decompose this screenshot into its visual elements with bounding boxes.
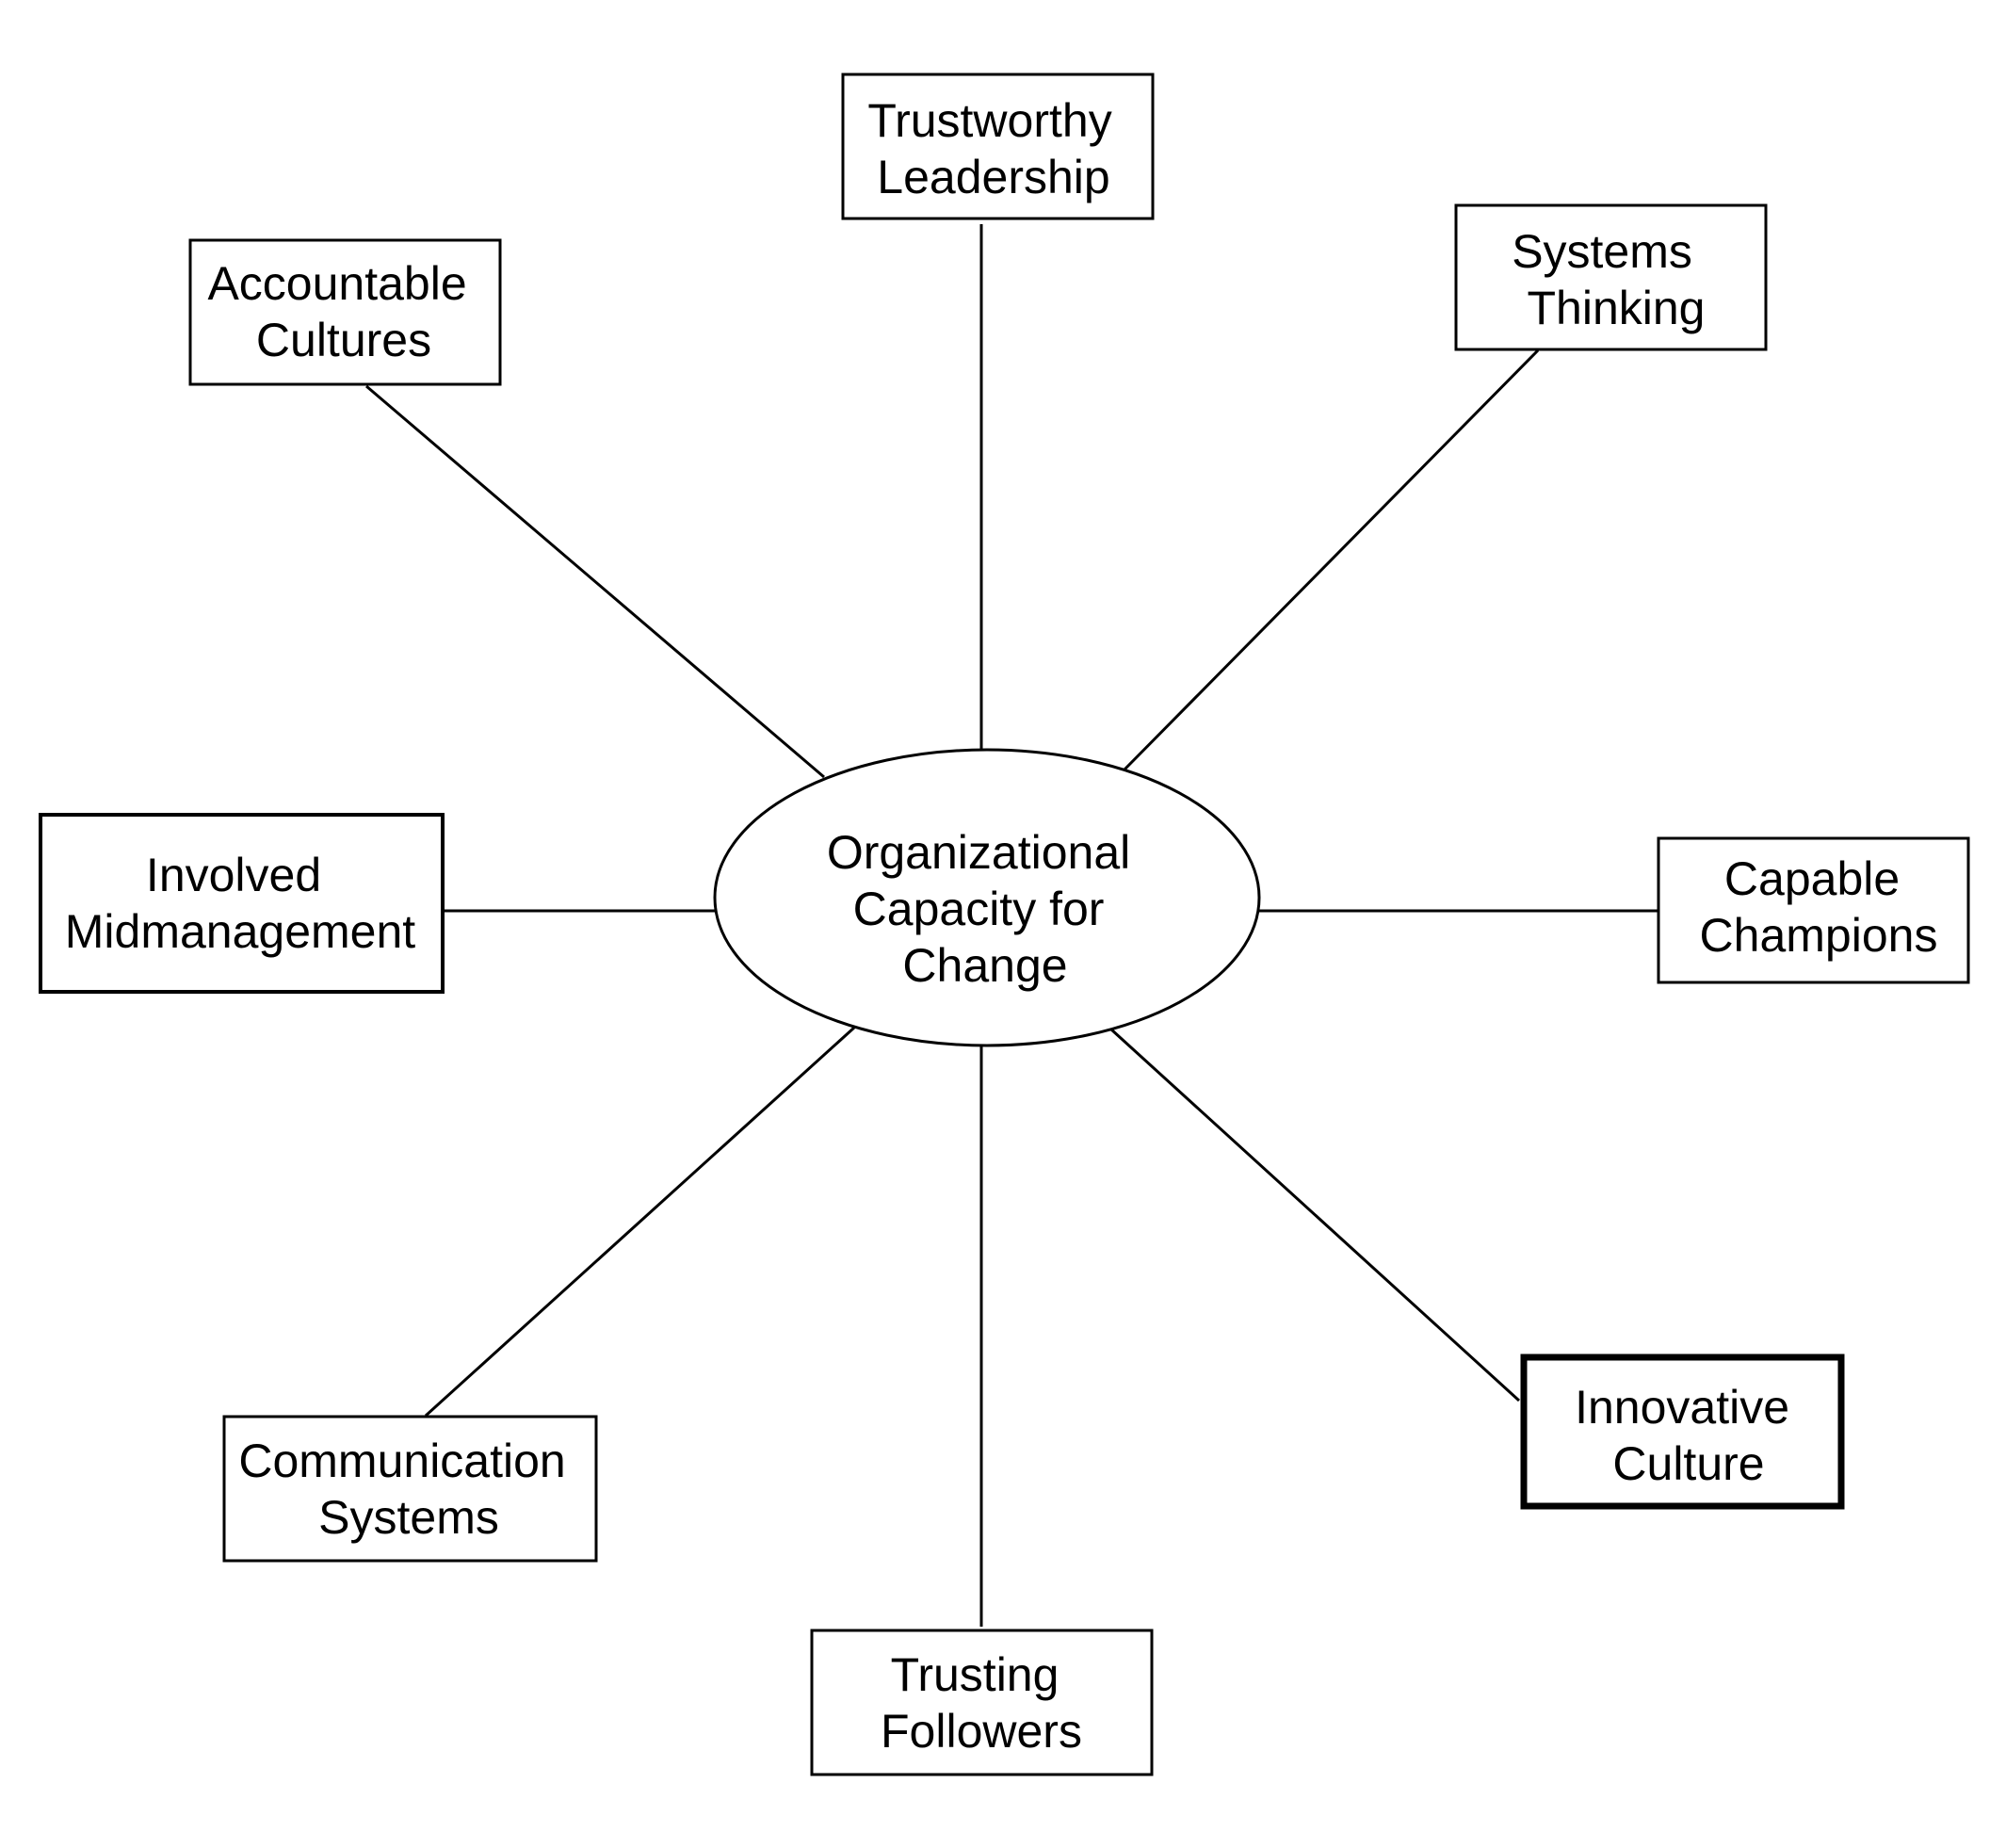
node-box-trustworthy-leadership — [841, 73, 1155, 220]
node-box-accountable-cultures — [188, 238, 502, 386]
node-label-trustworthy-leadership: Trustworthy Leadership — [867, 94, 1124, 203]
node-box-involved-midmanagement — [39, 813, 445, 994]
connector-communication-systems — [424, 1026, 856, 1418]
node-label-line-1: Involved — [146, 849, 321, 901]
node-box-systems-thinking — [1454, 203, 1768, 351]
node-label-innovative-culture: Innovative Culture — [1575, 1381, 1803, 1490]
node-systems-thinking: Systems Thinking — [1454, 203, 1768, 351]
connector-systems-thinking — [1122, 349, 1540, 772]
node-label-line-1: Accountable — [207, 257, 466, 310]
node-communication-systems: Communication Systems — [222, 1415, 598, 1563]
node-label-line-2: Midmanagement — [65, 905, 416, 958]
node-label-systems-thinking: Systems Thinking — [1512, 225, 1706, 334]
node-label-accountable-cultures: Accountable Cultures — [207, 257, 479, 366]
node-box-innovative-culture — [1520, 1354, 1845, 1510]
node-label-line-2: Cultures — [256, 314, 431, 366]
node-label-trusting-followers: Trusting Followers — [881, 1648, 1082, 1758]
hub-label-line-2: Capacity for — [853, 883, 1105, 935]
node-innovative-culture: Innovative Culture — [1520, 1354, 1845, 1510]
hub-label: Organizational Capacity for Change — [827, 826, 1143, 992]
node-box-trusting-followers — [810, 1629, 1154, 1776]
node-label-line-2: Champions — [1700, 909, 1938, 962]
node-involved-midmanagement: Involved Midmanagement — [39, 813, 445, 994]
node-capable-champions: Capable Champions — [1657, 836, 1970, 984]
node-label-line-2: Thinking — [1528, 282, 1706, 334]
hub-label-line-1: Organizational — [827, 826, 1130, 879]
node-trusting-followers: Trusting Followers — [810, 1629, 1154, 1776]
node-label-line-2: Leadership — [877, 151, 1109, 203]
node-label-line-1: Communication — [238, 1435, 565, 1487]
hub-node: Organizational Capacity for Change — [713, 748, 1261, 1047]
node-label-involved-midmanagement: Involved Midmanagement — [65, 849, 416, 958]
connector-accountable-cultures — [365, 384, 825, 779]
node-box-communication-systems — [222, 1415, 598, 1563]
node-label-line-2: Systems — [318, 1491, 499, 1544]
node-trustworthy-leadership: Trustworthy Leadership — [841, 73, 1155, 220]
node-label-line-1: Trustworthy — [867, 94, 1111, 147]
connector-innovative-culture — [1109, 1028, 1521, 1402]
node-label-capable-champions: Capable Champions — [1700, 852, 1938, 962]
node-label-communication-systems: Communication Systems — [238, 1435, 578, 1544]
hub-label-line-3: Change — [902, 939, 1067, 992]
node-label-line-1: Capable — [1724, 852, 1900, 905]
hub-ellipse — [713, 748, 1261, 1047]
connectors — [365, 224, 1658, 1627]
node-label-line-1: Systems — [1512, 225, 1692, 278]
node-label-line-1: Innovative — [1575, 1381, 1789, 1434]
node-label-line-2: Followers — [881, 1705, 1082, 1758]
node-box-capable-champions — [1657, 836, 1970, 984]
node-accountable-cultures: Accountable Cultures — [188, 238, 502, 386]
node-label-line-1: Trusting — [891, 1648, 1060, 1701]
node-label-line-2: Culture — [1612, 1437, 1764, 1490]
